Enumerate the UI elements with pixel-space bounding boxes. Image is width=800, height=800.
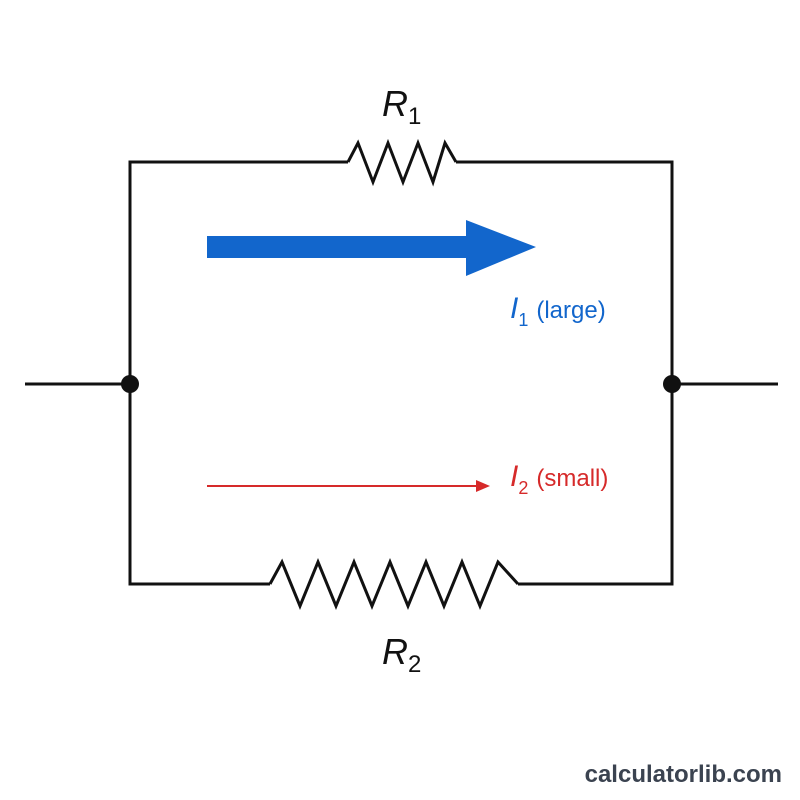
- r1-symbol: R: [382, 83, 408, 124]
- r2-subscript: 2: [408, 651, 421, 678]
- i1-subscript: 1: [518, 310, 528, 330]
- large-current-arrow: [207, 220, 536, 276]
- small-current-arrow-head: [476, 480, 490, 492]
- i1-symbol: I: [510, 292, 518, 325]
- watermark-text: calculatorlib.com: [585, 761, 782, 788]
- bottom-branch-wire: [128, 384, 270, 586]
- r2-resistor-zigzag: [268, 558, 520, 610]
- r1-resistor-zigzag: [346, 138, 458, 187]
- large-current-arrow-shaft: [207, 236, 471, 258]
- i1-note: (large): [536, 297, 605, 324]
- r2-symbol: R: [382, 631, 408, 672]
- right-junction-node: [663, 375, 681, 393]
- left-junction-node: [121, 375, 139, 393]
- r1-subscript: 1: [408, 103, 421, 130]
- i2-subscript: 2: [518, 478, 528, 498]
- r1-label: R1: [382, 83, 421, 130]
- i1-label: I1 (large): [510, 292, 606, 330]
- i2-symbol: I: [510, 460, 518, 493]
- top-branch-wire-right: [456, 160, 674, 384]
- i2-label: I2 (small): [510, 460, 608, 498]
- r2-label: R2: [382, 631, 421, 678]
- top-branch-wire: [128, 160, 348, 384]
- large-current-arrow-head: [466, 220, 536, 276]
- i2-note: (small): [536, 465, 608, 492]
- small-current-arrow: [207, 480, 490, 492]
- bottom-branch-wire-right: [518, 384, 674, 586]
